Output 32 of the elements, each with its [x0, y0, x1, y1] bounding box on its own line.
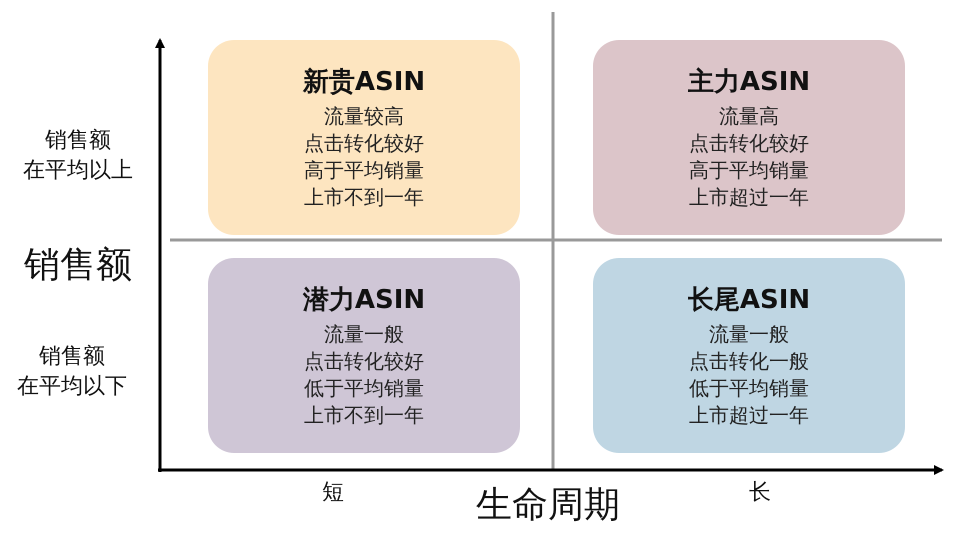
quadrant-title: 长尾ASIN — [688, 284, 810, 317]
axis-title: 销售额 — [24, 244, 132, 288]
quadrant-title: 主力ASIN — [688, 66, 810, 99]
axis-note: 销售额 — [45, 127, 111, 155]
quadrant-text: 上市不到一年 — [304, 402, 424, 429]
axis-note: 销售额 — [39, 343, 105, 371]
quadrant-text: 流量较高 — [324, 103, 404, 130]
quadrant-title: 新贵ASIN — [302, 66, 426, 99]
quadrant-text: 上市超过一年 — [689, 402, 809, 429]
quadrant-text: 高于平均销量 — [304, 157, 424, 184]
quadrant-text: 上市超过一年 — [689, 184, 809, 211]
quadrant-text: 高于平均销量 — [689, 157, 809, 184]
tick-label: 长 — [749, 479, 771, 507]
quadrant-box — [593, 258, 905, 453]
quadrant-text: 点击转化较好 — [304, 348, 424, 375]
axis-title: 生命周期 — [476, 484, 620, 528]
quadrant-text: 低于平均销量 — [304, 375, 424, 402]
quadrant-title: 潜力ASIN — [302, 284, 426, 317]
quadrant-text: 上市不到一年 — [304, 184, 424, 211]
quadrant-text: 低于平均销量 — [689, 375, 809, 402]
axis-note: 在平均以下 — [17, 373, 127, 401]
quadrant-text: 流量高 — [719, 103, 779, 130]
tick-label: 短 — [322, 479, 344, 507]
quadrant-text: 点击转化较好 — [304, 130, 424, 157]
quadrant-text: 流量一般 — [709, 321, 789, 348]
quadrant-box — [593, 40, 905, 235]
axis-note: 在平均以上 — [23, 157, 133, 185]
quadrant-text: 点击转化较好 — [689, 130, 809, 157]
quadrant-text: 流量一般 — [324, 321, 404, 348]
quadrant-box — [208, 258, 520, 453]
quadrant-box — [208, 40, 520, 235]
quadrant-text: 点击转化一般 — [689, 348, 809, 375]
